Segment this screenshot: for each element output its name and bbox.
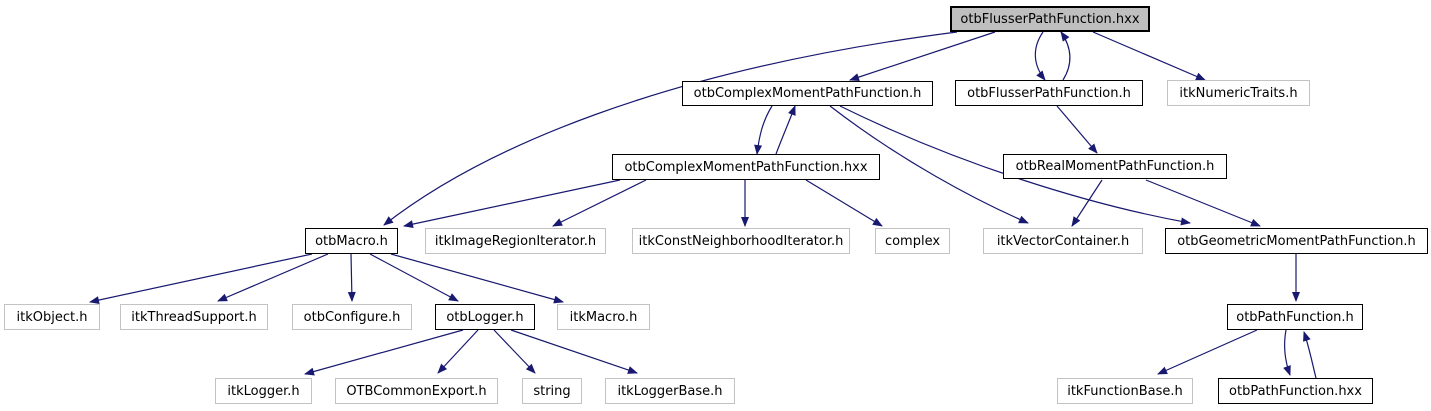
edge-complex_hxx-imgregit (552, 179, 647, 227)
edge-pathfn_h-pathfn_hxx (1283, 329, 1291, 376)
node-otbcommon: OTBCommonExport.h (335, 378, 498, 404)
node-funcbase: itkFunctionBase.h (1057, 378, 1193, 404)
node-real_h[interactable]: otbRealMomentPathFunction.h (1003, 154, 1227, 179)
edge-complex_h-veccont (829, 105, 1029, 224)
edge-logger-loggerbase (510, 329, 638, 374)
edge-logger-stringn (493, 329, 536, 374)
edge-real_h-geom_h (1145, 179, 1261, 227)
edge-complex_hxx-complex_h (775, 105, 796, 155)
node-pathfn_hxx[interactable]: otbPathFunction.hxx (1218, 378, 1373, 404)
edge-macro-itkmacro (390, 253, 564, 304)
node-complex_h[interactable]: otbComplexMomentPathFunction.h (682, 81, 933, 106)
edge-flusser_h-flusser_hxx (1060, 31, 1071, 81)
edge-flusser_hxx-flusser_h (1034, 31, 1046, 81)
node-itklogger: itkLogger.h (215, 378, 312, 404)
node-flusser_h[interactable]: otbFlusserPathFunction.h (955, 80, 1143, 106)
edge-macro-configure (347, 253, 356, 302)
edge-logger-itklogger (304, 329, 464, 376)
edge-real_h-veccont (1071, 179, 1103, 227)
edge-macro-threadsup (217, 253, 329, 302)
node-itkmacro: itkMacro.h (557, 304, 650, 330)
node-logger[interactable]: otbLogger.h (435, 304, 535, 330)
node-threadsup: itkThreadSupport.h (120, 304, 268, 330)
edge-logger-otbcommon (437, 329, 479, 374)
edge-flusser_hxx-numtraits (1092, 31, 1206, 81)
edge-flusser_hxx-complex_h (849, 31, 996, 81)
edge-flusser_hxx-macro (383, 31, 958, 226)
edge-pathfn_h-funcbase (1157, 329, 1258, 375)
edge-complex_h-geom_h (839, 105, 1191, 226)
node-complex_std: complex (875, 228, 950, 254)
node-stringn: string (522, 378, 582, 404)
edge-complex_hxx-macro (403, 179, 621, 229)
node-complex_hxx[interactable]: otbComplexMomentPathFunction.hxx (612, 154, 880, 180)
node-macro[interactable]: otbMacro.h (305, 228, 398, 254)
node-constneigh: itkConstNeighborhoodIterator.h (632, 228, 850, 254)
node-geom_h[interactable]: otbGeometricMomentPathFunction.h (1165, 228, 1428, 254)
edge-macro-logger (369, 253, 459, 302)
node-imgregit: itkImageRegionIterator.h (425, 228, 606, 254)
node-loggerbase: itkLoggerBase.h (605, 378, 735, 404)
edge-complex_h-complex_hxx (754, 105, 773, 155)
node-numtraits: itkNumericTraits.h (1167, 80, 1310, 106)
node-configure: otbConfigure.h (292, 304, 412, 330)
edge-flusser_h-real_h (1056, 105, 1098, 154)
node-flusser_hxx: otbFlusserPathFunction.hxx (950, 6, 1150, 32)
edge-pathfn_hxx-pathfn_h (1303, 331, 1317, 379)
edge-macro-itkobject (89, 253, 313, 305)
node-pathfn_h[interactable]: otbPathFunction.h (1227, 304, 1363, 330)
node-itkobject: itkObject.h (4, 304, 100, 330)
edge-complex_hxx-complex_std (805, 179, 883, 227)
node-veccont: itkVectorContainer.h (983, 228, 1143, 254)
